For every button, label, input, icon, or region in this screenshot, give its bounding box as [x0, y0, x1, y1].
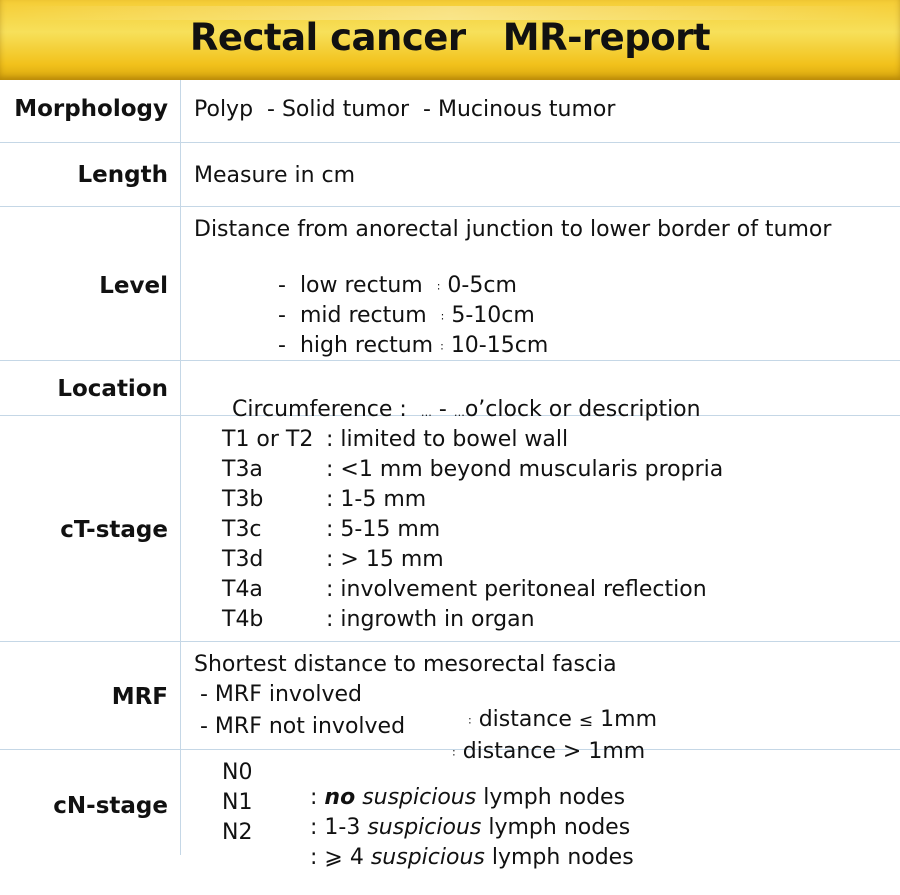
- location-text: Circumference : … - …o’clock or descript…: [231, 397, 701, 422]
- row-length: Length Measure in cm: [0, 142, 900, 207]
- ct-stage-item: T1 or T2: [222, 427, 314, 452]
- cn-stage-desc: : 1-3 suspicious lymph nodes: [309, 815, 631, 840]
- length-text: Measure in cm: [194, 163, 356, 188]
- row-label: MRF: [111, 684, 168, 710]
- row-label: Level: [99, 273, 168, 299]
- ct-stage-desc: : 5-15 mm: [326, 517, 441, 542]
- column-divider: [180, 80, 181, 855]
- level-item: - mid rectum : 5-10cm: [277, 303, 535, 328]
- row-level: Level Distance from anorectal junction t…: [0, 206, 900, 361]
- row-label: Morphology: [14, 96, 168, 122]
- row-label: Location: [57, 376, 168, 402]
- row-cn-stage: cN-stage N0 : no suspicious lymph nodes …: [0, 749, 900, 870]
- row-label: cN-stage: [53, 793, 168, 819]
- mrf-item-detail: : distance ≤ 1mm: [467, 707, 658, 732]
- ct-stage-desc: : > 15 mm: [326, 547, 444, 572]
- ct-stage-desc: : involvement peritoneal reflection: [326, 577, 707, 602]
- level-item: - high rectum : 10-15cm: [277, 333, 549, 358]
- ct-stage-desc: : <1 mm beyond muscularis propria: [326, 457, 724, 482]
- ct-stage-item: T3b: [222, 487, 264, 512]
- ct-stage-item: T3a: [222, 457, 263, 482]
- cn-stage-item: N2: [222, 820, 253, 845]
- ct-stage-item: T4a: [222, 577, 263, 602]
- level-intro: Distance from anorectal junction to lowe…: [194, 217, 832, 242]
- level-item: - low rectum : 0-5cm: [277, 273, 517, 298]
- title-banner: [0, 0, 900, 80]
- row-ct-stage: cT-stage T1 or T2 : limited to bowel wal…: [0, 415, 900, 642]
- cn-stage-desc: : no suspicious lymph nodes: [309, 785, 626, 810]
- morphology-text: Polyp - Solid tumor - Mucinous tumor: [194, 97, 616, 122]
- ct-stage-desc: : 1-5 mm: [326, 487, 427, 512]
- mrf-item: - MRF involved: [200, 682, 363, 707]
- ct-stage-desc: : ingrowth in organ: [326, 607, 535, 632]
- ct-stage-item: T4b: [222, 607, 264, 632]
- cn-stage-item: N0: [222, 760, 253, 785]
- mrf-item: - MRF not involved: [200, 714, 406, 739]
- page-title: Rectal cancer MR-report: [189, 16, 711, 59]
- ct-stage-item: T3c: [222, 517, 262, 542]
- ct-stage-item: T3d: [222, 547, 264, 572]
- mrf-item-detail: : distance > 1mm: [451, 739, 646, 764]
- row-label: Length: [77, 162, 168, 188]
- mrf-intro: Shortest distance to mesorectal fascia: [194, 652, 617, 677]
- cn-stage-desc: : ⩾ 4 suspicious lymph nodes: [309, 845, 634, 870]
- cn-stage-item: N1: [222, 790, 253, 815]
- row-morphology: Morphology Polyp - Solid tumor - Mucinou…: [0, 80, 900, 143]
- row-location: Location Circumference : … - …o’clock or…: [0, 360, 900, 422]
- row-label: cT-stage: [60, 517, 168, 543]
- row-mrf: MRF Shortest distance to mesorectal fasc…: [0, 641, 900, 764]
- ct-stage-desc: : limited to bowel wall: [326, 427, 569, 452]
